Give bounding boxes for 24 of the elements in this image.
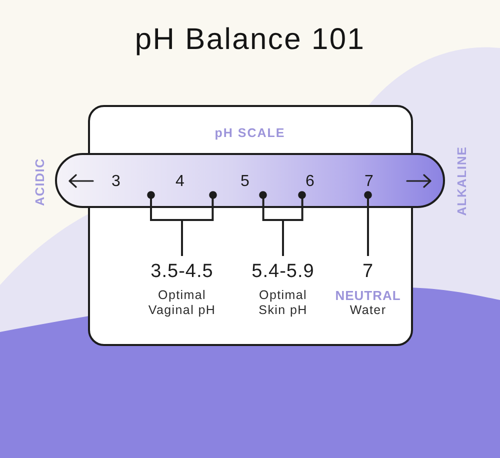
scale-number: 6 — [306, 172, 314, 192]
ph-caption: Optimal Skin pH — [258, 288, 308, 318]
ph-caption: Water — [350, 302, 386, 318]
scale-number: 4 — [176, 172, 184, 192]
dot-icon — [259, 190, 268, 198]
leader-line — [181, 198, 214, 256]
leader-line — [367, 198, 369, 256]
ph-value: 3.5-4.5 — [150, 261, 214, 283]
scale-heading: pH SCALE — [214, 125, 286, 141]
dot-icon — [208, 190, 217, 198]
dot-icon — [364, 190, 372, 198]
dot-icon — [147, 190, 155, 198]
scale-end-label: ALKALINE — [455, 146, 469, 216]
scale-end-label: ACIDIC — [33, 158, 47, 206]
category-label: NEUTRAL — [335, 288, 401, 302]
leader-line — [282, 198, 304, 256]
scale-number: 3 — [112, 172, 120, 192]
scale-number: 5 — [240, 172, 250, 192]
diagram-title: pH Balance 101 — [134, 23, 366, 57]
ph-value: 7 — [362, 261, 374, 283]
ph-caption: Optimal Vaginal pH — [147, 288, 217, 318]
ph-value: 5.4-5.9 — [252, 261, 314, 283]
dot-icon — [298, 190, 306, 198]
scale-number: 7 — [364, 172, 374, 192]
